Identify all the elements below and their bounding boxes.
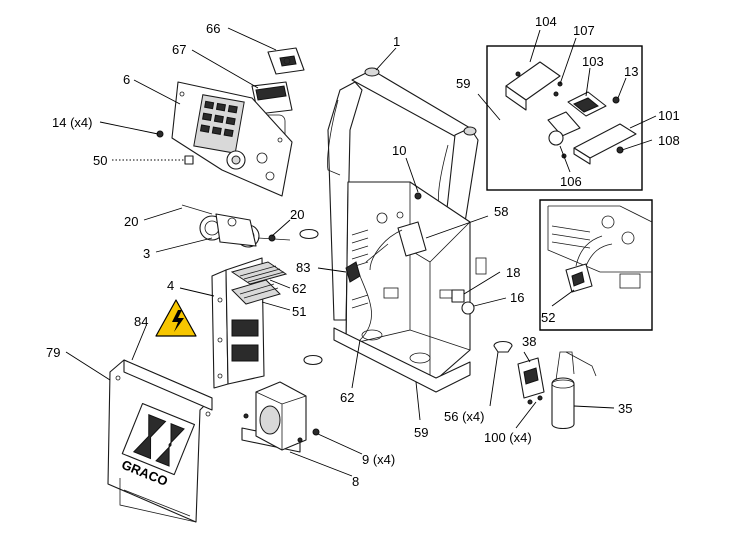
part-9-screw [312, 428, 320, 436]
callout-50: 50 [93, 153, 107, 168]
callout-104: 104 [535, 14, 557, 29]
part-56-clamp [493, 340, 513, 353]
part-3-gauge-assembly [181, 204, 291, 248]
callout-58: 58 [494, 204, 508, 219]
callout-51: 51 [292, 304, 306, 319]
callout-10: 10 [392, 143, 406, 158]
callout-67: 67 [172, 42, 186, 57]
callout-100: 100 (x4) [484, 430, 532, 445]
callout-13: 13 [624, 64, 638, 79]
warning-electrical-icon [155, 299, 197, 337]
callout-8: 8 [352, 474, 359, 489]
inset-switch-detail [486, 45, 643, 191]
callout-3: 3 [143, 246, 150, 261]
callout-38: 38 [522, 334, 536, 349]
cable-clamp [299, 228, 323, 366]
callout-1: 1 [393, 34, 400, 49]
callout-106: 106 [560, 174, 582, 189]
callout-6: 6 [123, 72, 130, 87]
tube-cap [463, 126, 477, 136]
callout-79: 79 [46, 345, 60, 360]
part-16-strain-relief [461, 301, 475, 315]
callout-62-cable: 62 [340, 390, 354, 405]
part-79-front-cover: GRACO [107, 359, 213, 523]
heat-sink-fins [230, 261, 288, 305]
callout-56: 56 (x4) [444, 409, 484, 424]
callout-labels: 66 67 6 14 (x4) 50 20 20 3 4 62 51 84 79… [46, 14, 680, 489]
part-18-switch [451, 289, 465, 303]
part-66-cover [267, 47, 305, 75]
callout-18: 18 [506, 265, 520, 280]
tube-cap [364, 67, 380, 77]
callout-101: 101 [658, 108, 680, 123]
part-38-bracket [517, 357, 545, 405]
callout-66: 66 [206, 21, 220, 36]
callout-20-right: 20 [290, 207, 304, 222]
callout-4: 4 [167, 278, 174, 293]
callout-84: 84 [134, 314, 148, 329]
leader-lines [65, 27, 657, 477]
part-6-control-panel [171, 81, 293, 197]
callout-83: 83 [296, 260, 310, 275]
callout-16: 16 [510, 290, 524, 305]
part-4-board-assembly [211, 257, 288, 389]
main-frame [327, 67, 487, 393]
callout-103: 103 [582, 54, 604, 69]
vent-slots [351, 229, 369, 309]
callout-59-bottom: 59 [414, 425, 428, 440]
part-10-fitting [414, 192, 422, 200]
part-35-bottle [551, 351, 597, 430]
callout-20-left: 20 [124, 214, 138, 229]
part-58-cable-bundle [369, 221, 427, 271]
inset-cable-detail [539, 199, 653, 331]
callout-107: 107 [573, 23, 595, 38]
callout-108: 108 [658, 133, 680, 148]
part-50-plug [184, 155, 194, 165]
callout-14: 14 (x4) [52, 115, 92, 130]
callout-9: 9 (x4) [362, 452, 395, 467]
callout-62-board: 62 [292, 281, 306, 296]
callout-35: 35 [618, 401, 632, 416]
part-8-transformer [241, 381, 307, 453]
callout-52: 52 [541, 310, 555, 325]
callout-59-top: 59 [456, 76, 470, 91]
part-62-cable [359, 243, 389, 341]
